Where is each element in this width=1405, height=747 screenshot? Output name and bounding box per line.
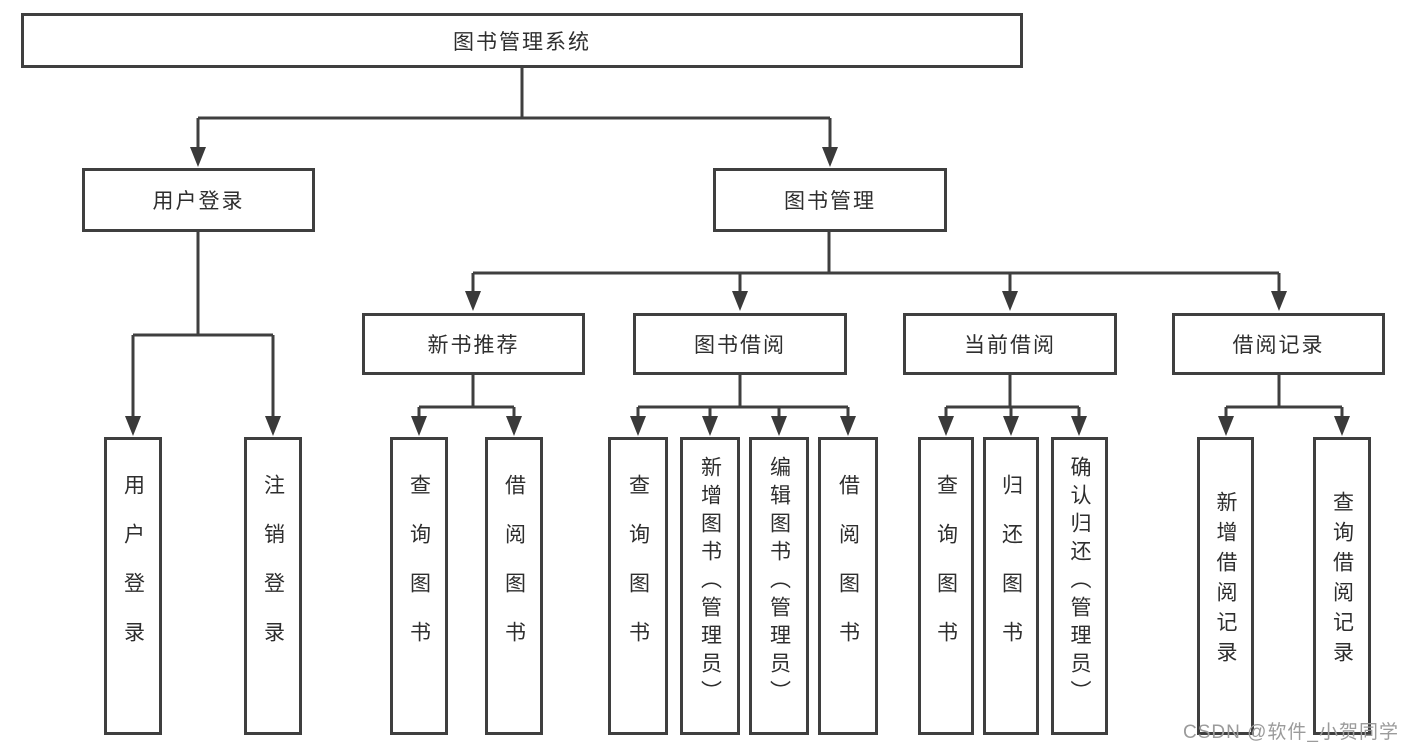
leaf-logout-label: 注销登录 (261, 474, 285, 670)
leaf-borrow-books-recommend-label: 借阅图书 (502, 474, 526, 670)
leaf-confirm-return-admin-label: 确认归还（管理员） (1068, 456, 1091, 708)
leaf-query-books-current: 查询图书 (918, 437, 974, 735)
csdn-watermark: CSDN @软件_小贺同学 (1183, 722, 1399, 743)
node-user-login: 用户登录 (82, 168, 315, 232)
leaf-query-borrow-record: 查询借阅记录 (1313, 437, 1371, 735)
leaf-query-books-current-label: 查询图书 (934, 474, 958, 670)
leaf-edit-books-admin-label: 编辑图书（管理员） (767, 456, 791, 708)
leaf-borrow-books-label: 借阅图书 (836, 474, 860, 670)
leaf-add-borrow-record: 新增借阅记录 (1197, 437, 1254, 735)
leaf-user-login-label: 用户登录 (121, 474, 145, 670)
leaf-return-books: 归还图书 (983, 437, 1039, 735)
leaf-confirm-return-admin: 确认归还（管理员） (1051, 437, 1108, 735)
leaf-query-books-recommend-label: 查询图书 (407, 474, 431, 670)
leaf-add-books-admin: 新增图书（管理员） (680, 437, 740, 735)
leaf-query-books-borrowing-label: 查询图书 (626, 474, 650, 670)
leaf-borrow-books: 借阅图书 (818, 437, 878, 735)
leaf-add-books-admin-label: 新增图书（管理员） (698, 456, 722, 708)
leaf-query-borrow-record-label: 查询借阅记录 (1330, 491, 1354, 671)
leaf-query-books-recommend: 查询图书 (390, 437, 448, 735)
node-book-management: 图书管理 (713, 168, 947, 232)
node-new-book-recommend: 新书推荐 (362, 313, 585, 375)
node-current-borrowing: 当前借阅 (903, 313, 1117, 375)
node-borrowing-records: 借阅记录 (1172, 313, 1385, 375)
node-library-management-system: 图书管理系统 (21, 13, 1023, 68)
leaf-logout: 注销登录 (244, 437, 302, 735)
leaf-return-books-label: 归还图书 (999, 474, 1023, 670)
leaf-borrow-books-recommend: 借阅图书 (485, 437, 543, 735)
leaf-query-books-borrowing: 查询图书 (608, 437, 668, 735)
leaf-edit-books-admin: 编辑图书（管理员） (749, 437, 809, 735)
leaf-add-borrow-record-label: 新增借阅记录 (1214, 491, 1237, 671)
leaf-user-login: 用户登录 (104, 437, 162, 735)
node-book-borrowing: 图书借阅 (633, 313, 847, 375)
